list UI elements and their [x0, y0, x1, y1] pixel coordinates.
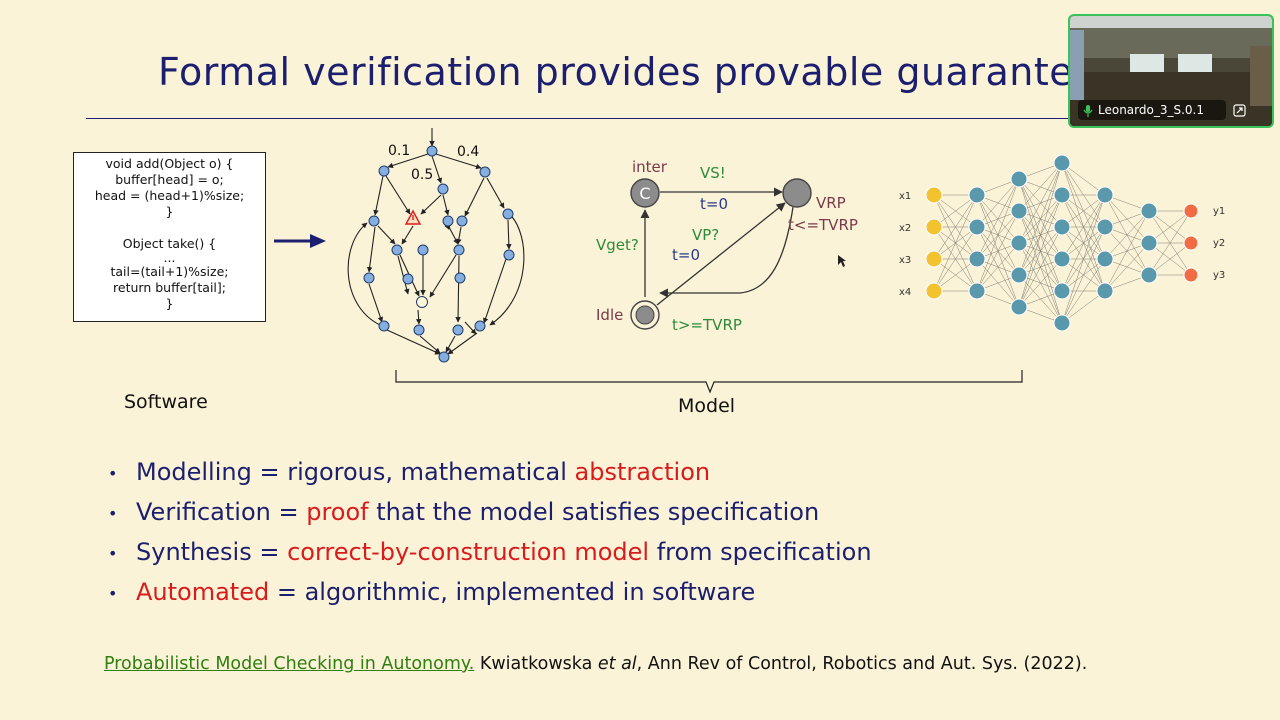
nn-connection	[1019, 259, 1062, 307]
mouse-cursor-icon	[837, 254, 847, 268]
input-label-x2: x2	[899, 223, 911, 234]
output-neuron	[1184, 236, 1198, 250]
nn-connection	[977, 179, 1019, 227]
citation-etal: et al	[598, 654, 637, 674]
input-neuron	[926, 187, 942, 203]
hidden-neuron	[1097, 219, 1113, 235]
citation: Probabilistic Model Checking in Autonomy…	[104, 654, 1087, 674]
probability-label: 0.1	[388, 143, 410, 159]
neural-network-diagram: x1 x2 x3 x4 y1 y2 y3	[895, 150, 1230, 335]
hidden-neuron	[1097, 187, 1113, 203]
hidden-neuron	[1141, 235, 1157, 251]
software-caption: Software	[124, 391, 208, 413]
hidden-neuron	[1097, 283, 1113, 299]
output-label-y1: y1	[1213, 206, 1225, 217]
output-label-y3: y3	[1213, 270, 1225, 281]
hidden-neuron	[969, 187, 985, 203]
hidden-neuron	[1011, 299, 1027, 315]
hidden-neuron	[1054, 155, 1070, 171]
transition-label: t=0	[700, 195, 728, 213]
output-label-y2: y2	[1213, 238, 1225, 249]
bullet-item: •Automated = algorithmic, implemented in…	[108, 578, 755, 606]
state-label-idle: Idle	[596, 306, 623, 324]
nn-connection	[977, 243, 1019, 291]
output-neuron	[1184, 268, 1198, 282]
participant-video-tile[interactable]: Leonardo_3_S.0.1	[1068, 14, 1274, 128]
citation-venue: , Ann Rev of Control, Robotics and Aut. …	[637, 654, 1088, 674]
arrow-right-icon	[272, 230, 328, 252]
code-line: head = (head+1)%size;	[74, 188, 265, 204]
transition-label: VP?	[692, 226, 719, 244]
transition-label: Vget?	[596, 236, 639, 254]
participant-name-label: Leonardo_3_S.0.1	[1078, 100, 1226, 120]
microphone-icon	[1083, 105, 1093, 117]
hidden-neuron	[1011, 171, 1027, 187]
nn-connection	[1062, 227, 1105, 323]
input-label-x3: x3	[899, 255, 911, 266]
nn-connection	[1105, 243, 1149, 291]
hidden-neuron	[1011, 203, 1027, 219]
transition-label: t=0	[672, 246, 700, 264]
committed-marker: C	[639, 184, 650, 203]
input-neuron	[926, 219, 942, 235]
input-neuron	[926, 283, 942, 299]
input-label-x4: x4	[899, 287, 911, 298]
code-line: void add(Object o) {	[74, 156, 265, 172]
transition-label: VS!	[700, 164, 726, 182]
probability-label: 0.5	[411, 167, 433, 183]
citation-authors: Kwiatkowska	[480, 654, 592, 674]
code-line: buffer[head] = o;	[74, 172, 265, 188]
code-line: }	[74, 204, 265, 220]
bullet-item: •Modelling = rigorous, mathematical abst…	[108, 458, 710, 486]
warning-triangle-icon	[406, 211, 420, 224]
model-caption: Model	[678, 395, 735, 417]
hidden-neuron	[1011, 235, 1027, 251]
state-label-vrp: VRP	[816, 194, 846, 212]
title-divider	[86, 118, 1068, 119]
nn-connection	[1019, 163, 1062, 307]
hidden-neuron	[1054, 315, 1070, 331]
hidden-neuron	[1097, 251, 1113, 267]
hidden-neuron	[969, 251, 985, 267]
timed-automaton-diagram: C inter VRP Idle VS! t=0 VP? t=0 Vget? t…	[590, 150, 880, 340]
nn-connection	[1019, 163, 1062, 211]
hidden-neuron	[1054, 283, 1070, 299]
hidden-neuron	[969, 283, 985, 299]
hidden-neuron	[969, 219, 985, 235]
hidden-neuron	[1141, 203, 1157, 219]
model-brace	[392, 366, 1028, 394]
hidden-neuron	[1054, 251, 1070, 267]
hidden-neuron	[1011, 267, 1027, 283]
citation-link[interactable]: Probabilistic Model Checking in Autonomy…	[104, 654, 474, 674]
bullet-item: •Verification = proof that the model sat…	[108, 498, 819, 526]
state-label-inter: inter	[632, 158, 668, 176]
code-line: ...	[74, 252, 265, 264]
guard-label: t>=TVRP	[672, 316, 742, 334]
expand-icon[interactable]	[1233, 104, 1246, 117]
bullet-item: •Synthesis = correct-by-construction mod…	[108, 538, 872, 566]
invariant-label: t<=TVRP	[788, 216, 858, 234]
probability-label: 0.4	[457, 144, 479, 160]
hidden-neuron	[1054, 219, 1070, 235]
code-line: tail=(tail+1)%size;	[74, 264, 265, 280]
slide-title: Formal verification provides provable gu…	[158, 50, 1073, 94]
input-neuron	[926, 251, 942, 267]
nn-connection	[1105, 211, 1149, 259]
input-label-x1: x1	[899, 191, 911, 202]
code-line: }	[74, 296, 265, 312]
markov-chain-diagram: 0.1 0.4 0.5	[340, 125, 540, 370]
hidden-neuron	[1141, 267, 1157, 283]
output-neuron	[1184, 204, 1198, 218]
code-line: return buffer[tail];	[74, 280, 265, 296]
hidden-neuron	[1054, 187, 1070, 203]
code-snippet: void add(Object o) { buffer[head] = o; h…	[73, 152, 266, 322]
code-line	[74, 220, 265, 236]
